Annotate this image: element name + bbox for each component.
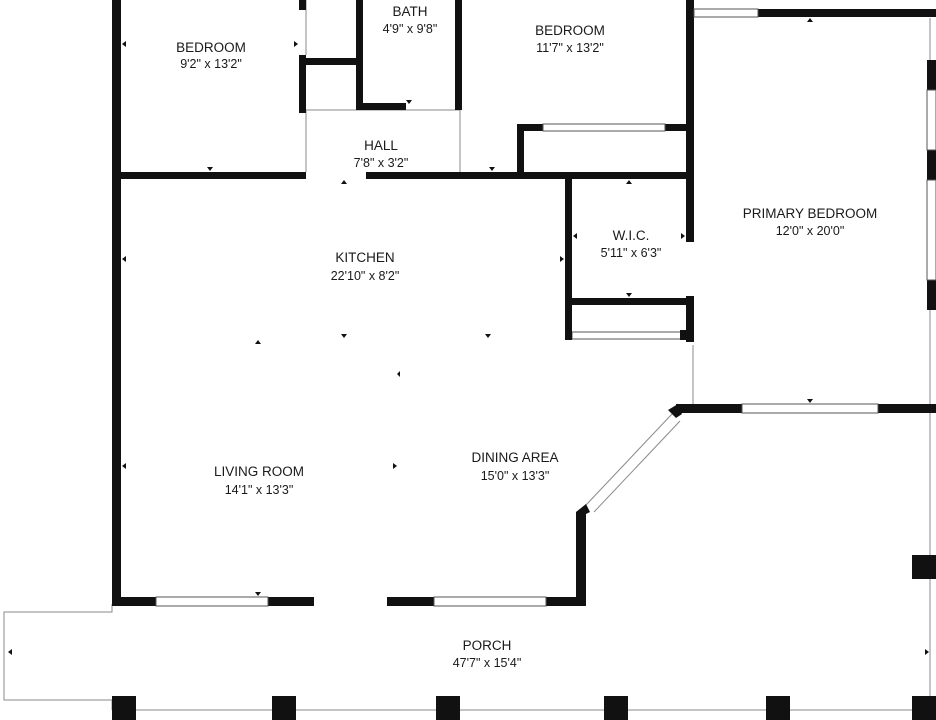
dining-area-dims: 15'0" x 13'3"	[481, 469, 550, 483]
bedroom-left-name: BEDROOM	[176, 40, 246, 55]
living-room-name: LIVING ROOM	[214, 464, 304, 479]
wic-name: W.I.C.	[613, 228, 650, 243]
living-room-dims: 14'1" x 13'3"	[225, 483, 294, 497]
kitchen-name: KITCHEN	[335, 250, 394, 265]
primary-bedroom-name: PRIMARY BEDROOM	[743, 206, 878, 221]
bath-name: BATH	[392, 4, 427, 19]
porch-name: PORCH	[463, 638, 512, 653]
windows	[155, 8, 936, 607]
bath-dims: 4'9" x 9'8"	[383, 22, 438, 36]
hall-name: HALL	[364, 138, 398, 153]
walls	[112, 0, 936, 720]
dimension-ticks	[8, 18, 929, 655]
bedroom-center-name: BEDROOM	[535, 23, 605, 38]
hall-dims: 7'8" x 3'2"	[354, 156, 409, 170]
porch-dims: 47'7" x 15'4"	[453, 656, 522, 670]
primary-bedroom-dims: 12'0" x 20'0"	[776, 224, 845, 238]
bedroom-left-dims: 9'2" x 13'2"	[180, 57, 242, 71]
dining-area-name: DINING AREA	[471, 450, 558, 465]
wic-dims: 5'11" x 6'3"	[601, 246, 662, 260]
kitchen-dims: 22'10" x 8'2"	[331, 269, 400, 283]
bedroom-center-dims: 11'7" x 13'2"	[536, 41, 604, 55]
room-labels: BEDROOM 9'2" x 13'2" BATH 4'9" x 9'8" BE…	[176, 4, 877, 670]
